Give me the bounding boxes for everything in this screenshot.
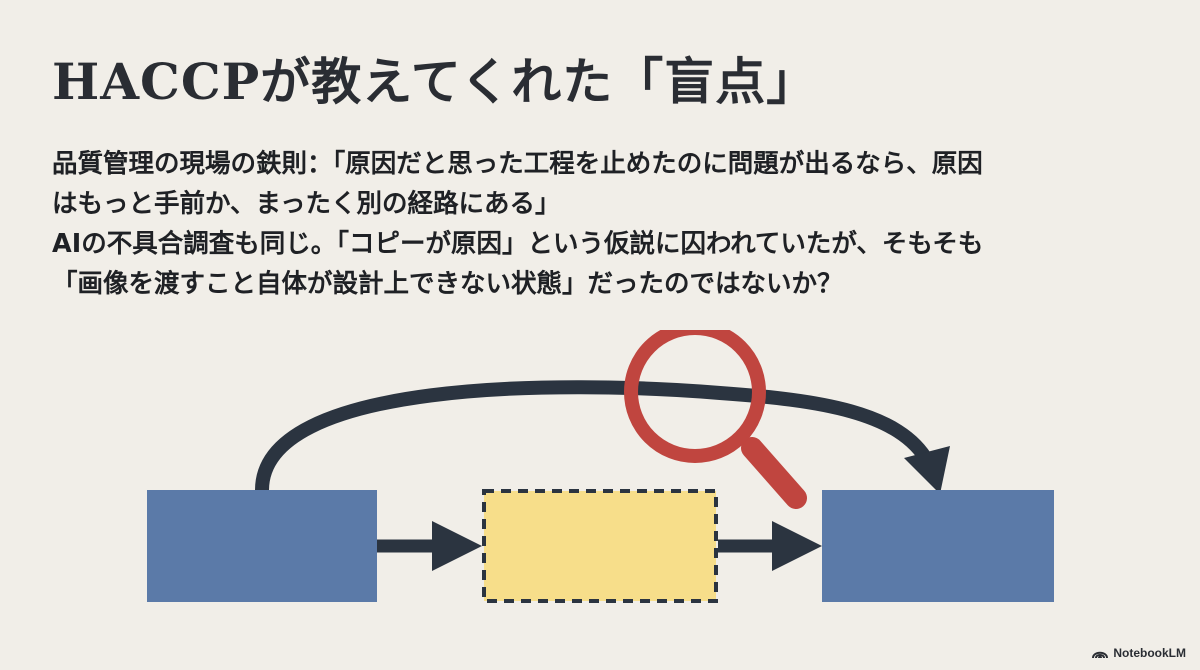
suspected-process-box	[482, 489, 718, 603]
body-line-3: AIの不具合調査も同じ。「コピーが原因」という仮説に囚われていたが、そもそも	[52, 229, 984, 259]
body-line-4: 「画像を渡すこと自体が設計上できない状態」だったのではないか？	[52, 269, 843, 299]
notebooklm-brand: NotebookLM	[1092, 646, 1186, 660]
brand-label: NotebookLM	[1113, 646, 1186, 660]
slide-title: HACCPが教えてくれた「盲点」	[52, 52, 818, 111]
flow-arrow-1-head	[432, 521, 482, 571]
flow-arrow-2-head	[772, 521, 822, 571]
body-line-2: はもっと手前か、まったく別の経路にある」	[52, 189, 561, 219]
downstream-process-box	[822, 490, 1054, 602]
body-line-1: 品質管理の現場の鉄則：「原因だと思った工程を止めたのに問題が出るなら、原因	[52, 149, 983, 179]
notebooklm-logo-icon	[1092, 651, 1109, 659]
magnifier-icon	[624, 330, 807, 509]
bypass-arrow-head	[904, 446, 950, 494]
upstream-process-box	[147, 490, 377, 602]
process-diagram	[147, 330, 1054, 603]
bypass-arrow	[255, 380, 935, 497]
body-text: 品質管理の現場の鉄則：「原因だと思った工程を止めたのに問題が出るなら、原因 はも…	[52, 144, 1162, 304]
